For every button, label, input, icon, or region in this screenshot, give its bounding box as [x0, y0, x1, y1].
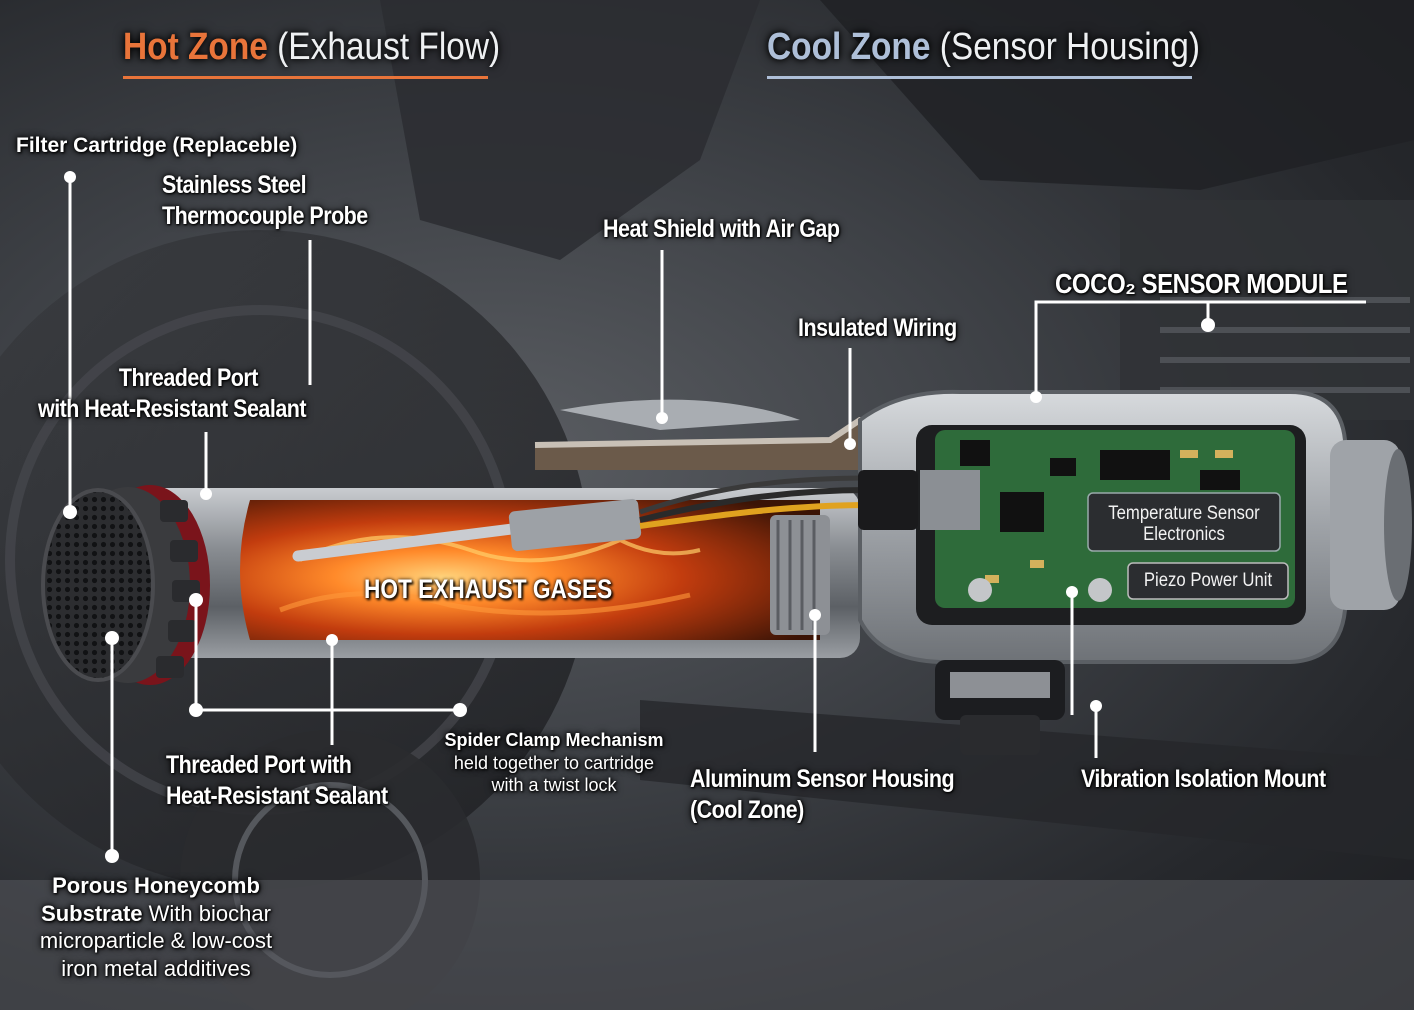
cool-zone-underline	[767, 76, 1192, 79]
hot-exhaust-gases-label: HOT EXHAUST GASES	[364, 574, 613, 604]
thermocouple-label-line2: Thermocouple Probe	[162, 202, 368, 231]
vibration-mount-label: Vibration Isolation Mount	[1081, 765, 1326, 793]
temperature-sensor-line1: Temperature Sensor	[1108, 503, 1260, 524]
aluminum-housing-label: Aluminum Sensor Housing (Cool Zone)	[690, 764, 955, 827]
honeycomb-line1: Porous Honeycomb	[52, 873, 260, 898]
honeycomb-substrate-label: Porous Honeycomb Substrate With biochar …	[10, 872, 302, 982]
threaded-port-bottom-line2: Heat-Resistant Sealant	[166, 782, 388, 811]
threaded-port-bottom-line1: Threaded Port with	[166, 751, 352, 779]
spider-clamp-title: Spider Clamp Mechanism	[444, 730, 664, 750]
heat-shield-label: Heat Shield with Air Gap	[603, 215, 840, 243]
aluminum-housing-line2: (Cool Zone)	[690, 796, 804, 825]
temperature-sensor-line2: Electronics	[1143, 523, 1225, 545]
thermocouple-label-line1: Stainless Steel	[162, 171, 307, 199]
threaded-port-top-label: Threaded Port with Heat-Resistant Sealan…	[38, 363, 307, 426]
piezo-power-panel: Piezo Power Unit	[1143, 570, 1273, 591]
spider-clamp-label: Spider Clamp Mechanism held together to …	[432, 729, 676, 797]
hot-zone-heading: Hot Zone (Exhaust Flow)	[123, 26, 500, 69]
honeycomb-line4: iron metal additives	[61, 955, 251, 981]
spider-clamp-line3: with a twist lock	[491, 775, 617, 795]
aluminum-housing-line1: Aluminum Sensor Housing	[690, 765, 955, 793]
honeycomb-line2: Substrate With biochar	[10, 900, 302, 928]
cool-zone-heading: Cool Zone (Sensor Housing)	[767, 26, 1200, 69]
threaded-port-top-line1: Threaded Port	[118, 364, 259, 392]
filter-cartridge-label: Filter Cartridge (Replaceble)	[16, 134, 298, 157]
spider-clamp-line2: held together to cartridge	[453, 752, 655, 773]
honeycomb-line3: microparticle & low-cost	[39, 928, 273, 953]
honeycomb-line2-rest: With biochar	[142, 900, 271, 926]
hot-zone-subtitle: (Exhaust Flow)	[267, 26, 501, 68]
cool-zone-title: Cool Zone	[767, 26, 931, 68]
sensor-module-label: COCO₂ SENSOR MODULE	[1055, 268, 1348, 299]
cool-zone-subtitle: (Sensor Housing)	[930, 26, 1200, 68]
insulated-wiring-label: Insulated Wiring	[798, 314, 957, 342]
threaded-port-top-line2: with Heat-Resistant Sealant	[38, 395, 307, 424]
hot-zone-title: Hot Zone	[123, 26, 268, 68]
threaded-port-bottom-label: Threaded Port with Heat-Resistant Sealan…	[166, 750, 388, 813]
thermocouple-label: Stainless Steel Thermocouple Probe	[162, 170, 368, 233]
hot-zone-underline	[123, 76, 488, 79]
honeycomb-line2-bold: Substrate	[41, 900, 143, 926]
temperature-sensor-panel: Temperature Sensor Electronics	[1100, 503, 1269, 546]
